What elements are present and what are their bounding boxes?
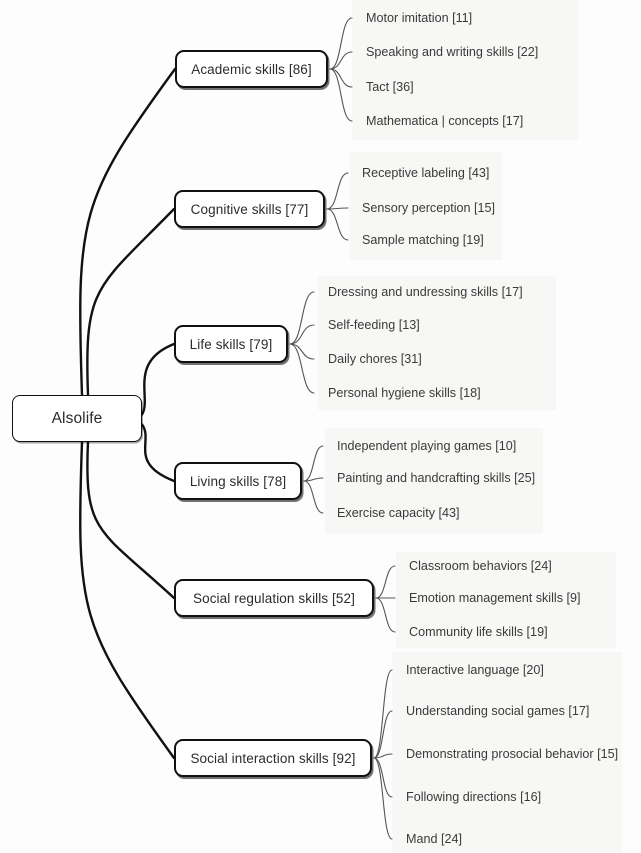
leaf-label[interactable]: Self-feeding [13] (328, 318, 420, 332)
branch-leaf-connector (329, 68, 353, 88)
branch-node-label: Social regulation skills [52] (193, 590, 355, 606)
branch-leaf-connector (289, 291, 315, 345)
leaf-label[interactable]: Mand [24] (406, 832, 463, 846)
branch-leaf-connector (329, 51, 353, 70)
branch-leaf-connector (375, 597, 396, 633)
branch-node[interactable]: Living skills [78] (174, 462, 302, 500)
branch-node[interactable]: Social regulation skills [52] (174, 579, 374, 617)
branch-leaf-connector (289, 324, 315, 345)
branch-leaf-connector (329, 68, 353, 122)
leaf-label[interactable]: Mathematica | concepts [17] (366, 114, 524, 128)
root-branch-connector (140, 423, 176, 483)
branch-leaf-connector (326, 208, 349, 241)
leaf-label[interactable]: Personal hygiene skills [18] (328, 386, 481, 400)
branch-node-label: Social interaction skills [92] (190, 750, 356, 766)
leaf-label[interactable]: Following directions [16] (406, 790, 542, 804)
branch-leaf-connector (375, 565, 396, 599)
leaf-label[interactable]: Interactive language [20] (406, 663, 544, 677)
root-branch-connector (86, 440, 176, 600)
root-branch-connector (79, 67, 177, 397)
branch-leaf-connector (373, 757, 393, 840)
root-branch-connector (140, 342, 176, 416)
leaf-backdrop-panel (396, 552, 616, 648)
root-node[interactable]: Alsolife (12, 395, 142, 442)
leaf-label[interactable]: Speaking and writing skills [22] (366, 45, 539, 59)
leaf-label[interactable]: Demonstrating prosocial behavior [15] (406, 747, 619, 761)
leaf-label[interactable]: Sample matching [19] (362, 233, 484, 247)
branch-leaf-connector (373, 669, 393, 759)
branch-leaf-connector (326, 172, 349, 210)
branch-node-label: Life skills [79] (189, 336, 273, 352)
root-node-label: Alsolife (51, 409, 103, 427)
leaf-backdrop-panel (350, 152, 502, 260)
branch-node-label: Cognitive skills [77] (190, 201, 309, 217)
leaf-label[interactable]: Independent playing games [10] (337, 439, 517, 453)
leaf-label[interactable]: Sensory perception [15] (362, 201, 496, 215)
branch-node[interactable]: Life skills [79] (174, 325, 288, 363)
branch-leaf-connector (303, 477, 324, 482)
leaf-label[interactable]: Emotion management skills [9] (409, 591, 581, 605)
leaf-backdrop-panel (325, 428, 543, 534)
leaf-backdrop-panel (392, 652, 622, 852)
leaf-label[interactable]: Daily chores [31] (328, 352, 422, 366)
branch-leaf-connector (329, 17, 353, 70)
leaf-label[interactable]: Receptive labeling [43] (362, 166, 490, 180)
leaf-label[interactable]: Tact [36] (366, 80, 414, 94)
leaf-label[interactable]: Dressing and undressing skills [17] (328, 285, 523, 299)
branch-leaf-connector (373, 753, 393, 759)
branch-leaf-connector (303, 445, 324, 482)
branch-leaf-connector (373, 710, 393, 759)
leaf-label[interactable]: Painting and handcrafting skills [25] (337, 471, 536, 485)
branch-leaf-connector (373, 757, 393, 798)
leaf-label[interactable]: Community life skills [19] (409, 625, 548, 639)
branch-leaf-connector (289, 343, 315, 360)
root-branch-connector (86, 207, 176, 397)
leaf-backdrop-panel (318, 276, 556, 410)
branch-node[interactable]: Cognitive skills [77] (174, 190, 325, 228)
root-branch-connector (79, 440, 176, 760)
branch-node-label: Academic skills [86] (191, 61, 312, 77)
leaf-label[interactable]: Motor imitation [11] (366, 11, 473, 25)
branch-node[interactable]: Social interaction skills [92] (174, 739, 372, 777)
branch-leaf-connector (289, 343, 315, 394)
branch-node[interactable]: Academic skills [86] (175, 50, 328, 88)
leaf-label[interactable]: Understanding social games [17] (406, 704, 590, 718)
branch-node-label: Living skills [78] (189, 473, 287, 489)
leaf-backdrop-panel (352, 0, 578, 140)
leaf-label[interactable]: Classroom behaviors [24] (409, 559, 552, 573)
leaf-label[interactable]: Exercise capacity [43] (337, 506, 460, 520)
branch-leaf-connector (303, 480, 324, 514)
